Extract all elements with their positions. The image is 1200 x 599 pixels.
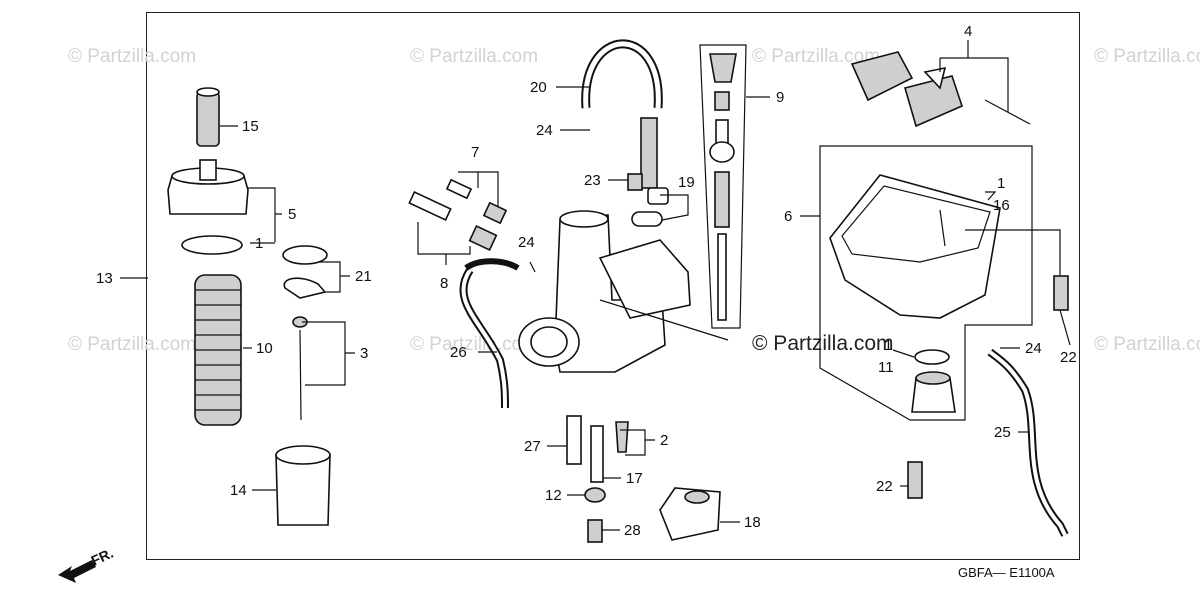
part-14-throttle-valve: [275, 445, 331, 526]
part-label-4: 4: [964, 23, 972, 40]
part-label-9: 9: [776, 89, 784, 106]
part-label-18: 18: [744, 514, 761, 531]
front-arrow-icon: [58, 560, 96, 583]
part-label-19: 19: [678, 174, 695, 191]
part-label-24: 24: [536, 122, 553, 139]
part-label-5: 5: [288, 206, 296, 223]
part-label-24: 24: [518, 234, 535, 251]
part-label-21: 21: [355, 268, 372, 285]
part-label-17: 17: [626, 470, 643, 487]
watermark: © Partzilla.com: [1094, 334, 1200, 355]
part-label-22: 22: [876, 478, 893, 495]
part-20-tube: [581, 39, 663, 109]
leader-lines: [120, 40, 1071, 531]
part-5-top-cap: [167, 159, 249, 215]
part-label-22: 22: [1060, 349, 1077, 366]
part-label-26: 26: [450, 344, 467, 361]
part-6-bowl-outline: [819, 145, 1033, 421]
part-label-3: 3: [360, 345, 368, 362]
part-21-clip: [282, 245, 328, 299]
part-label-1: 1: [997, 175, 1005, 192]
part-7-screw: [445, 178, 508, 225]
part-23-bolt: [627, 173, 643, 191]
part-label-24: 24: [1025, 340, 1042, 357]
watermark: © Partzilla.com: [410, 334, 538, 355]
watermark: © Partzilla.com: [68, 46, 196, 67]
part-label-10: 10: [256, 340, 273, 357]
part-12-nut: [584, 487, 606, 503]
front-marker: FR.: [89, 545, 116, 569]
part-label-16: 16: [993, 197, 1010, 214]
part-label-6: 6: [784, 208, 792, 225]
part-label-23: 23: [584, 172, 601, 189]
watermark: © Partzilla.com: [1094, 46, 1200, 67]
part-4-float: [850, 51, 1031, 128]
part-2-valve: [615, 421, 629, 453]
part-labels: 15 5 1 13 10 21 3 14 20 24 23 19 7 8 24 …: [96, 23, 1077, 539]
part-label-20: 20: [530, 79, 547, 96]
part-label-14: 14: [230, 482, 247, 499]
watermark: © Partzilla.com: [752, 46, 880, 67]
part-17-jet: [590, 425, 604, 483]
part-10-spring: [194, 274, 242, 426]
diagram-frame: [146, 12, 1080, 560]
part-22-bolt: [907, 461, 923, 499]
watermark: © Partzilla.com: [410, 46, 538, 67]
part-label-11: 11: [878, 359, 894, 376]
part-15-filter: [196, 87, 220, 147]
part-6-float-bowl: [829, 174, 1001, 319]
part-1-oring: [181, 235, 243, 255]
watermark-main: © Partzilla.com: [752, 332, 894, 355]
front-arrow: FR.: [58, 545, 116, 583]
part-19-plate: [631, 187, 669, 227]
carburetor-body: [518, 210, 729, 373]
part-27-jet: [566, 415, 582, 465]
part-3-jet-needle: [292, 316, 308, 421]
part-28-jet: [587, 519, 603, 543]
part-18-float: [659, 487, 721, 541]
part-label-25: 25: [994, 424, 1011, 441]
watermark: © Partzilla.com: [68, 334, 196, 355]
part-8-screw: [408, 191, 498, 251]
part-22-bolt: [1053, 275, 1069, 311]
part-11-oring: [914, 349, 950, 365]
part-label-1: 1: [255, 235, 263, 252]
part-label-1: 1: [884, 337, 892, 354]
part-label-7: 7: [471, 144, 479, 161]
part-9-assembly: [699, 44, 747, 329]
part-label-13: 13: [96, 270, 113, 287]
part-label-12: 12: [545, 487, 562, 504]
part-label-15: 15: [242, 118, 259, 135]
part-25-tube: [987, 348, 1069, 537]
part-tube-segment: [640, 117, 658, 189]
part-label-27: 27: [524, 438, 541, 455]
part-label-8: 8: [440, 275, 448, 292]
diagram-code: GBFA— E1100A: [958, 565, 1055, 580]
part-11-drain: [911, 371, 956, 413]
watermarks: © Partzilla.com © Partzilla.com © Partzi…: [68, 46, 1200, 355]
part-label-28: 28: [624, 522, 641, 539]
part-label-2: 2: [660, 432, 668, 449]
